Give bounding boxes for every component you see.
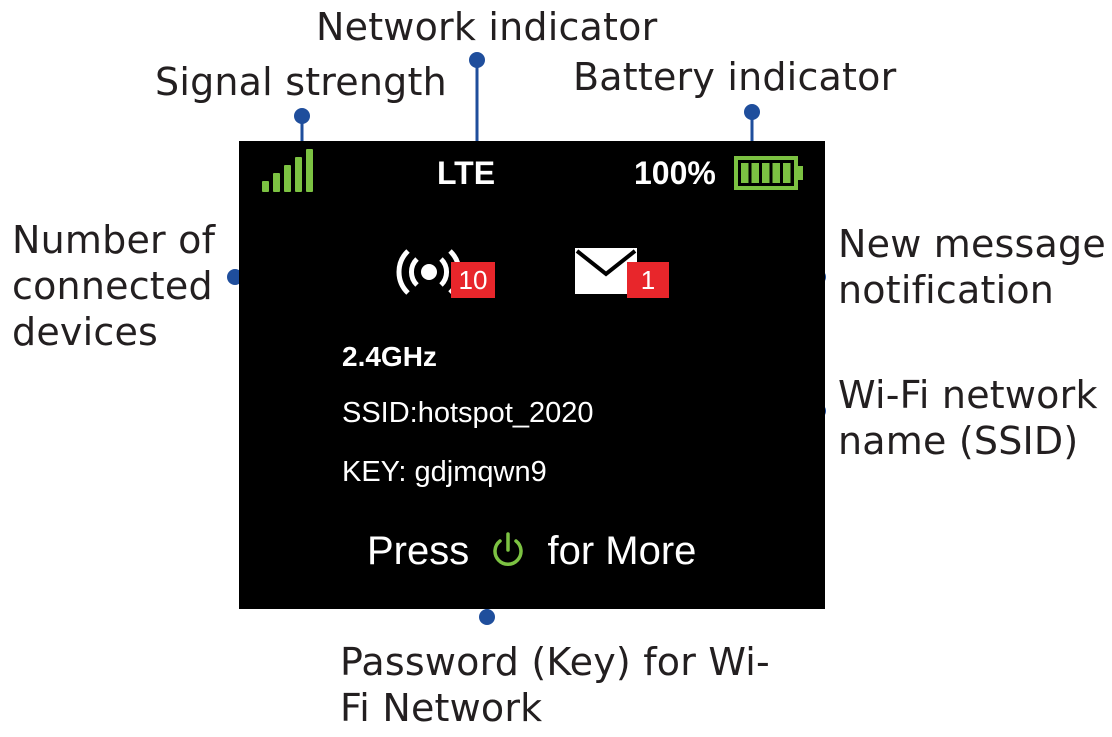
callout-wifi-name-line-1: Wi-Fi network [838,373,1098,417]
signal-bar-3 [284,165,291,192]
callout-wifi-name-line-2: name (SSID) [838,419,1079,463]
callout-battery-indicator: Battery indicator [573,55,897,99]
battery-cell [783,163,791,183]
envelope-icon [575,248,637,294]
connected-devices-badge: 10 [451,262,495,298]
ssid-line: SSID:hotspot_2020 [342,397,594,429]
battery-percent-label: 100% [634,155,716,191]
power-icon [493,532,524,566]
callout-new-message: New message notification [838,221,1106,313]
battery-icon [734,156,803,190]
leader-dot-network [469,52,485,68]
callout-password-line-2: Fi Network [340,686,543,730]
leader-dot-battery [744,104,760,120]
callout-password-line-1: Password (Key) for Wi- [340,640,770,684]
callout-connected-devices-line-3: devices [12,310,159,354]
signal-bar-5 [306,149,313,192]
key-line: KEY: gdjmqwn9 [342,456,547,488]
battery-cell [751,163,759,183]
callout-password: Password (Key) for Wi- Fi Network [340,639,770,731]
signal-bar-4 [295,157,302,192]
leader-dot-signal [294,108,310,124]
signal-strength-icon [262,149,314,192]
press-suffix-label: for More [547,529,697,573]
battery-cell [772,163,780,183]
press-for-more: Press for More [367,528,696,574]
callout-new-message-line-2: notification [838,268,1055,312]
callout-connected-devices-line-2: connected [12,264,213,308]
device-screen: LTE 100% 10 1 2.4GHz SSID:hotspot_2020 K… [239,141,825,609]
callout-network-indicator: Network indicator [316,5,658,49]
callout-connected-devices-line-1: Number of [12,218,216,262]
callout-new-message-line-1: New message [838,222,1106,266]
band-label: 2.4GHz [342,341,437,372]
callout-signal-strength: Signal strength [155,60,447,104]
callout-wifi-name: Wi-Fi network name (SSID) [838,372,1098,464]
message-count-badge: 1 [627,262,669,298]
signal-bar-2 [273,173,280,192]
leader-dot-password [479,609,495,625]
signal-bar-1 [262,181,269,192]
callout-connected-devices: Number of connected devices [12,217,215,355]
press-prefix-label: Press [367,529,470,573]
network-type-label: LTE [437,155,496,191]
battery-cell [762,163,770,183]
battery-cell [741,163,749,183]
